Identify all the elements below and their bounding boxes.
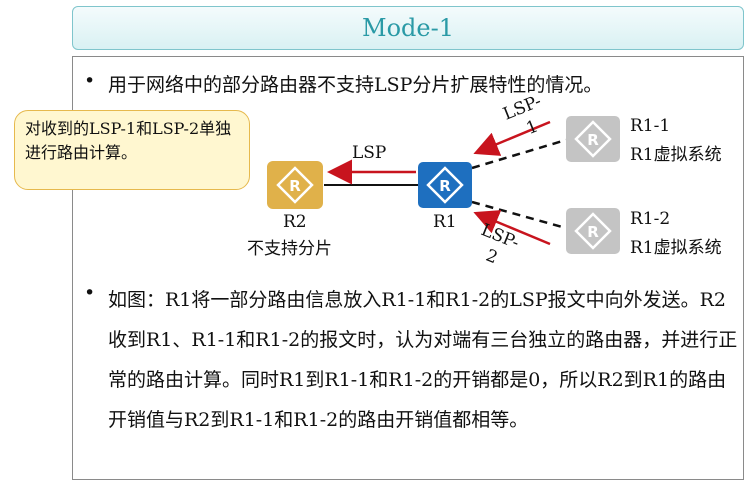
svg-text:R: R <box>587 131 599 149</box>
bullet-dot: • <box>84 70 96 92</box>
label-r1-1-note: R1虚拟系统 <box>630 145 722 165</box>
label-r1-1: R1-1 <box>630 116 671 136</box>
arrow-lsp-2 <box>473 210 551 246</box>
router-icon: R <box>574 120 612 158</box>
svg-text:LSP-: LSP- <box>500 91 544 124</box>
router-r1-1: R <box>566 116 620 162</box>
label-r2: R2 <box>283 212 307 232</box>
svg-text:LSP-: LSP- <box>478 220 522 253</box>
bullet-text-1: 用于网络中的部分路由器不支持LSP分片扩展特性的情况。 <box>108 74 603 96</box>
svg-text:R: R <box>439 177 451 195</box>
router-icon: R <box>574 212 612 250</box>
router-icon: R <box>276 166 314 204</box>
bullet-text-2: 如图：R1将一部分路由信息放入R1-1和R1-2的LSP报文中向外发送。R2收到… <box>108 289 738 431</box>
router-r2: R <box>267 161 323 209</box>
router-icon: R <box>426 166 464 204</box>
svg-text:2: 2 <box>483 246 501 269</box>
label-r1-2-note: R1虚拟系统 <box>630 238 722 258</box>
label-r2-note: 不支持分片 <box>247 239 332 259</box>
label-r1-2: R1-2 <box>630 209 671 229</box>
bullet-dot: • <box>84 282 96 304</box>
title-bar: Mode-1 <box>72 6 744 50</box>
label-lsp: LSP <box>352 143 387 163</box>
content-box <box>72 56 744 480</box>
router-r1: R <box>418 162 472 208</box>
page-title: Mode-1 <box>362 14 454 42</box>
link-r1-r1-2 <box>471 200 567 230</box>
svg-text:R: R <box>289 177 301 195</box>
label-r1: R1 <box>433 212 457 232</box>
svg-text:R: R <box>587 223 599 241</box>
label-lsp-1: LSP- 1 <box>500 91 544 139</box>
link-r1-r1-1 <box>471 138 567 170</box>
arrow-lsp-1 <box>473 120 551 156</box>
router-r1-2: R <box>566 208 620 254</box>
callout-note: 对收到的LSP-1和LSP-2单独进行路由计算。 <box>14 110 250 190</box>
